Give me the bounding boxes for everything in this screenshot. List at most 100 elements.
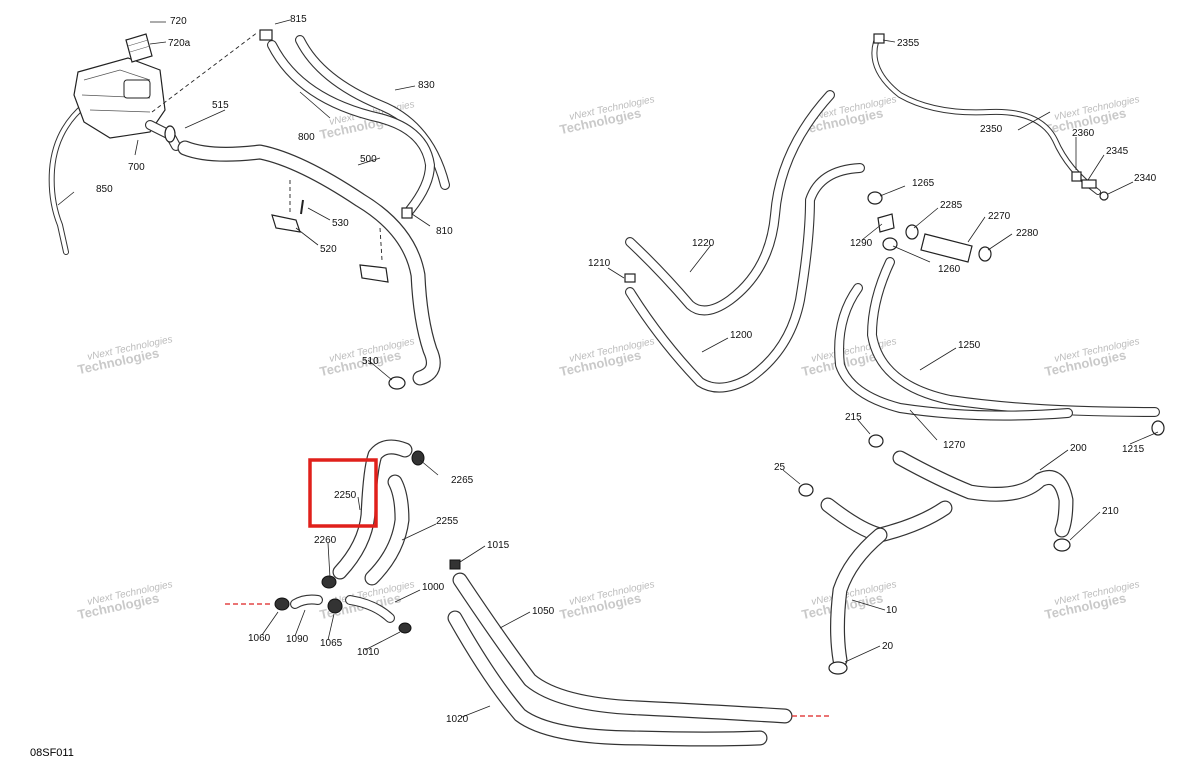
part-label[interactable]: 1265	[912, 178, 935, 189]
connector-2345[interactable]	[1081, 179, 1097, 189]
watermark: vNext Technologies Technologies	[1043, 336, 1140, 379]
clamp-510[interactable]	[388, 376, 406, 390]
part-label[interactable]: 2270	[988, 211, 1011, 222]
part-label[interactable]: 720a	[168, 38, 191, 49]
diagram-code: 08SF011	[30, 747, 74, 759]
watermark: vNext Technologies Technologies	[76, 579, 173, 622]
clamp-1065[interactable]	[327, 598, 343, 614]
clamp-1060[interactable]	[274, 597, 290, 611]
part-label[interactable]: 830	[418, 80, 435, 91]
part-label[interactable]: 1050	[532, 606, 555, 617]
part-label[interactable]: 2280	[1016, 228, 1039, 239]
part-label[interactable]: 1065	[320, 638, 343, 649]
part-label[interactable]: 25	[774, 462, 786, 473]
tee-1290[interactable]	[877, 213, 895, 233]
part-label[interactable]: 1000	[422, 582, 445, 593]
part-label[interactable]: 210	[1102, 506, 1119, 517]
part-label[interactable]: 1060	[248, 633, 271, 644]
hose-500-core	[178, 141, 440, 385]
part-label[interactable]: 200	[1070, 443, 1087, 454]
part-label[interactable]: 1250	[958, 340, 981, 351]
clamp-2280[interactable]	[978, 246, 992, 262]
part-label[interactable]: 510	[362, 356, 379, 367]
part-label[interactable]: 10	[886, 605, 898, 616]
part-label[interactable]: 1090	[286, 634, 309, 645]
reservoir-cap[interactable]	[125, 33, 153, 63]
clamp-1210[interactable]	[624, 273, 636, 283]
part-label[interactable]: 2350	[980, 124, 1003, 135]
part-label[interactable]: 1210	[588, 258, 611, 269]
part-label[interactable]: 1260	[938, 264, 961, 275]
part-label[interactable]: 530	[332, 218, 349, 229]
hose-1050-core	[453, 573, 792, 723]
clamp-815[interactable]	[259, 29, 273, 41]
part-label[interactable]: 2340	[1134, 173, 1157, 184]
part-label[interactable]: 1200	[730, 330, 753, 341]
bracket-520[interactable]	[359, 264, 389, 283]
hose-1220-core	[626, 91, 834, 315]
part-label[interactable]: 810	[436, 226, 453, 237]
part-label[interactable]: 515	[212, 100, 229, 111]
fitting-2340[interactable]	[1099, 191, 1109, 201]
part-labels: 720 720a 700 850 815 830 800 515 500 530…	[96, 14, 1157, 725]
part-label[interactable]: 1215	[1122, 444, 1145, 455]
routing-dash	[151, 31, 259, 113]
part-label[interactable]: 2265	[451, 475, 474, 486]
clamp-1215[interactable]	[1151, 420, 1165, 436]
junction-2270	[867, 191, 992, 263]
part-label[interactable]: 1015	[487, 540, 510, 551]
hose-2350-assembly	[871, 33, 1109, 201]
hose-1050-1020	[447, 559, 830, 747]
watermark: vNext Technologies Technologies	[558, 579, 655, 622]
clamp-215[interactable]	[868, 434, 884, 448]
clamp-2260[interactable]	[321, 575, 337, 589]
elbow-1090-core	[291, 595, 322, 608]
part-label[interactable]: 700	[128, 162, 145, 173]
part-label[interactable]: 1010	[357, 647, 380, 658]
part-label[interactable]: 2360	[1072, 128, 1095, 139]
part-label[interactable]: 1270	[943, 440, 966, 451]
bracket-520[interactable]	[271, 214, 301, 233]
part-label[interactable]: 1220	[692, 238, 715, 249]
part-label[interactable]: 815	[290, 14, 307, 25]
clamp-2285[interactable]	[905, 224, 919, 240]
part-label[interactable]: 520	[320, 244, 337, 255]
part-label[interactable]: 1020	[446, 714, 469, 725]
part-label[interactable]: 20	[882, 641, 894, 652]
part-label[interactable]: 2255	[436, 516, 459, 527]
part-label[interactable]: 500	[360, 154, 377, 165]
part-label[interactable]: 1290	[850, 238, 873, 249]
hose-850[interactable]	[48, 102, 88, 255]
part-label[interactable]: 2285	[940, 200, 963, 211]
part-label[interactable]: 2345	[1106, 146, 1129, 157]
clamp-20[interactable]	[828, 661, 848, 675]
clamp-1265[interactable]	[867, 191, 883, 205]
clamp-515[interactable]	[164, 125, 176, 143]
clamp-1010[interactable]	[398, 622, 412, 634]
screw-530[interactable]	[300, 199, 304, 215]
hose-1200-core	[626, 164, 864, 392]
reservoir-neck	[123, 79, 151, 99]
part-label-2250[interactable]: 2250	[334, 490, 357, 501]
clamp-2355[interactable]	[873, 33, 885, 44]
part-label[interactable]: 800	[298, 132, 315, 143]
part-label[interactable]: 2355	[897, 38, 920, 49]
reservoir-tank[interactable]	[73, 57, 166, 139]
clamp-2265[interactable]	[411, 450, 425, 466]
hose-830-core	[296, 36, 449, 189]
clamp-25[interactable]	[798, 483, 814, 497]
clamp-210[interactable]	[1053, 538, 1071, 552]
coolant-reservoir-assembly	[48, 31, 383, 261]
watermark: vNext Technologies Technologies	[558, 94, 655, 137]
clamp-1015[interactable]	[449, 559, 461, 570]
hose-1000-core	[346, 596, 394, 622]
part-label[interactable]: 2260	[314, 535, 337, 546]
clamp-1260[interactable]	[882, 237, 898, 251]
hose-850-core	[49, 103, 87, 254]
part-label[interactable]: 720	[170, 16, 187, 27]
clamp-810[interactable]	[401, 207, 413, 219]
clamp-2360[interactable]	[1071, 171, 1082, 182]
hose-2270[interactable]	[920, 233, 973, 263]
part-label[interactable]: 215	[845, 412, 862, 423]
part-label[interactable]: 850	[96, 184, 113, 195]
